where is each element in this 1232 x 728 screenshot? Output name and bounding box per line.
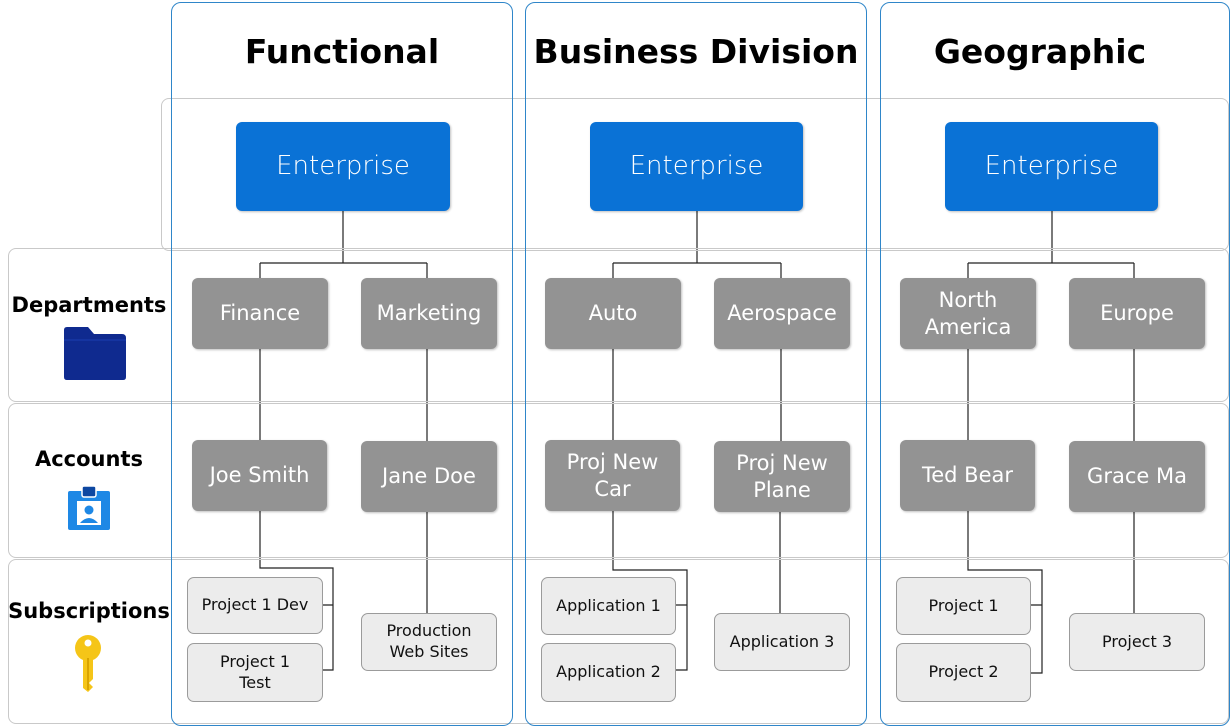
folder-icon xyxy=(64,327,126,380)
row-label-subscriptions: Subscriptions xyxy=(8,599,170,623)
department-node: Marketing xyxy=(361,278,497,349)
column-title: Functional xyxy=(244,32,440,71)
connector xyxy=(259,210,428,278)
enterprise-node: Enterprise xyxy=(945,122,1158,211)
account-node: Joe Smith xyxy=(192,440,327,511)
root-band xyxy=(161,98,1229,251)
department-node: North America xyxy=(900,278,1036,349)
subscription-node: Production Web Sites xyxy=(361,613,497,671)
department-node: Finance xyxy=(192,278,328,349)
connector xyxy=(259,348,428,441)
department-node: Auto xyxy=(545,278,681,349)
enterprise-node: Enterprise xyxy=(236,122,450,211)
subscription-node: Project 1 xyxy=(896,577,1031,635)
connector xyxy=(612,210,782,278)
enterprise-node: Enterprise xyxy=(590,122,803,211)
subscriptions-band xyxy=(8,559,1229,724)
subscription-node: Application 2 xyxy=(541,643,676,702)
column-frame-functional xyxy=(171,2,513,726)
departments-band xyxy=(8,248,1229,402)
account-node: Jane Doe xyxy=(361,441,497,512)
department-node: Aerospace xyxy=(714,278,850,349)
account-node: Ted Bear xyxy=(900,440,1035,511)
row-label-departments: Departments xyxy=(11,293,167,317)
row-label-accounts: Accounts xyxy=(34,447,143,471)
connector xyxy=(612,348,782,441)
column-frame-business-division xyxy=(525,2,867,726)
subscription-node: Project 2 xyxy=(896,643,1031,702)
column-frame-geographic xyxy=(880,2,1230,726)
subscription-node: Application 3 xyxy=(714,613,850,671)
account-node: Grace Ma xyxy=(1069,441,1205,512)
subscription-node: Project 1 Test xyxy=(187,643,323,702)
account-node: Proj New Plane xyxy=(714,441,850,512)
column-title: Geographic xyxy=(933,32,1147,71)
subscription-node: Project 3 xyxy=(1069,613,1205,671)
account-node: Proj New Car xyxy=(545,440,680,511)
subscription-node: Project 1 Dev xyxy=(187,577,323,634)
column-title: Business Division xyxy=(533,32,859,71)
connector xyxy=(967,348,1135,441)
key-icon xyxy=(75,635,101,692)
connector xyxy=(612,510,688,671)
department-node: Europe xyxy=(1069,278,1205,349)
connector xyxy=(967,210,1135,278)
id-badge-icon xyxy=(68,485,110,530)
connector xyxy=(967,510,1043,674)
connector xyxy=(259,510,334,671)
accounts-band xyxy=(8,403,1229,558)
subscription-node: Application 1 xyxy=(541,577,676,635)
